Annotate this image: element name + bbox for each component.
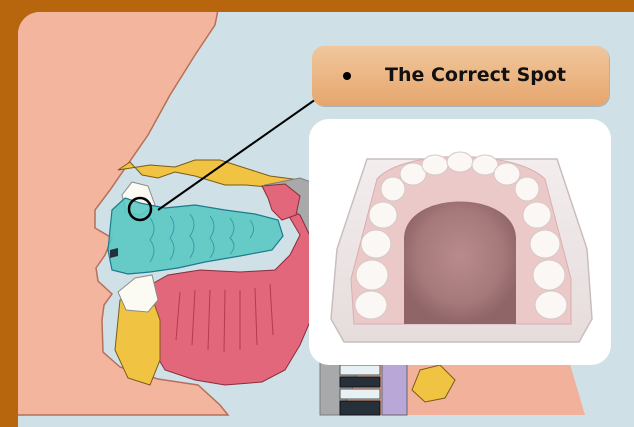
dental-appliance-photo <box>309 119 611 365</box>
appliance-photo-card <box>309 119 611 365</box>
callout-label: The Correct Spot <box>368 62 583 88</box>
oral-appliance <box>108 198 283 274</box>
palate <box>404 202 516 325</box>
pointer-dot-icon <box>343 72 351 80</box>
spine <box>340 360 407 415</box>
lower-incisor <box>118 275 158 312</box>
